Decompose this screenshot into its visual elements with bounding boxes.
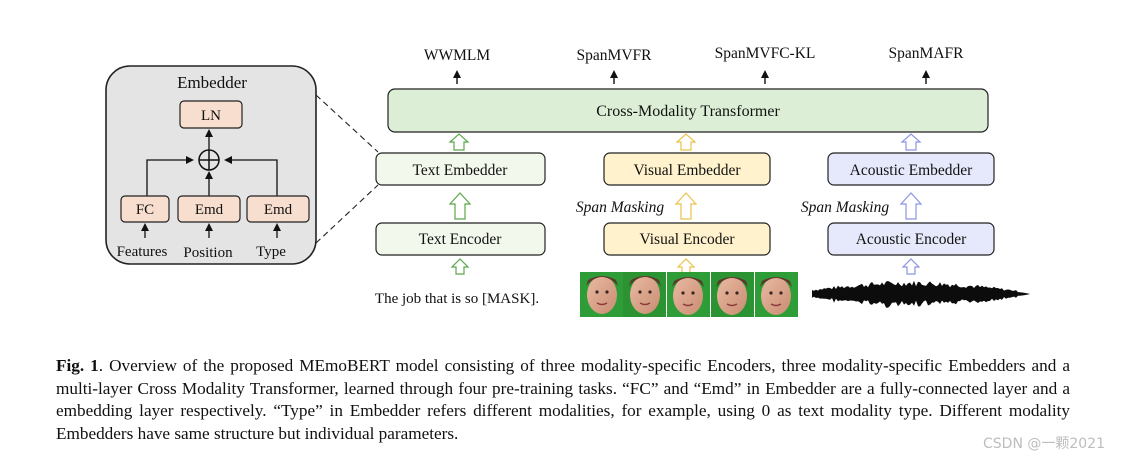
caption-text: . Overview of the proposed MEmoBERT mode… <box>56 356 1070 443</box>
acoustic-span-masking: Span Masking <box>801 199 890 216</box>
task-spanmafr: SpanMAFR <box>889 45 965 62</box>
fc-label: FC <box>136 202 154 218</box>
position-emd-box <box>177 195 241 223</box>
acoustic-encoder <box>827 222 995 256</box>
transformer-label: Cross-Modality Transformer <box>596 103 780 120</box>
visual-span-masking: Span Masking <box>576 199 665 216</box>
acoustic-encoder-label: Acoustic Encoder <box>856 231 967 248</box>
features-label: Features <box>117 244 168 260</box>
acoustic-embedder <box>827 152 995 186</box>
video-frames-image <box>580 272 798 317</box>
acoustic-embedder-label: Acoustic Embedder <box>850 162 974 179</box>
visual-embedder-label: Visual Embedder <box>633 162 741 179</box>
visual-encoder <box>603 222 771 256</box>
embedder-panel: Embedder LN FC Emd Emd Features Position… <box>105 65 317 265</box>
type-emd-label: Emd <box>264 202 293 218</box>
audio-waveform-image <box>812 280 1030 308</box>
figure-caption: Fig. 1. Overview of the proposed MEmoBER… <box>56 355 1070 445</box>
type-emd-box <box>246 195 310 223</box>
watermark: CSDN @一颗2021 <box>983 436 1105 452</box>
visual-embedder <box>603 152 771 186</box>
sum-icon <box>198 149 220 171</box>
ln-label: LN <box>201 108 221 124</box>
embedder-title: Embedder <box>177 73 247 92</box>
model-diagram: Embedder LN FC Emd Emd Features Position… <box>105 45 1030 317</box>
fc-box <box>120 195 170 223</box>
type-label: Type <box>256 244 286 260</box>
text-encoder <box>375 222 546 256</box>
task-spanmvfr: SpanMVFR <box>577 47 653 64</box>
text-encoder-label: Text Encoder <box>419 231 503 248</box>
cross-modality-transformer <box>387 88 989 133</box>
task-spanmvfc-kl: SpanMVFC-KL <box>715 45 816 62</box>
text-input-sentence: The job that is so [MASK]. <box>375 291 539 307</box>
visual-encoder-label: Visual Encoder <box>639 231 735 248</box>
caption-label: Fig. 1 <box>56 356 99 375</box>
position-label: Position <box>183 245 233 261</box>
task-wwmlm: WWMLM <box>424 47 491 64</box>
text-embedder-label: Text Embedder <box>413 162 509 179</box>
ln-box <box>179 100 243 129</box>
text-embedder <box>375 152 546 186</box>
position-emd-label: Emd <box>195 202 224 218</box>
hollow-arrows <box>448 133 923 275</box>
pretraining-tasks: WWMLM SpanMVFR SpanMVFC-KL SpanMAFR <box>424 45 964 84</box>
